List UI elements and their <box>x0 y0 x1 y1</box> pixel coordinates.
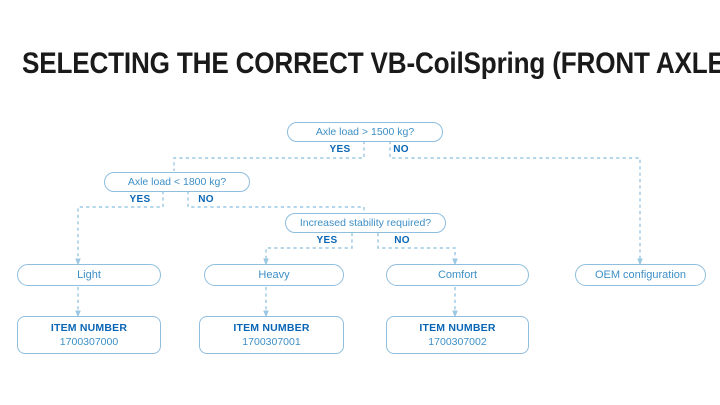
outcome-label: Light <box>77 268 101 281</box>
decision-label: Axle load < 1800 kg? <box>127 175 227 188</box>
item-number-box-light[interactable]: ITEM NUMBER 1700307000 <box>17 316 161 354</box>
branch-label-d1-no: NO <box>393 144 409 155</box>
branch-label-d1-yes: YES <box>329 144 351 155</box>
outcome-light[interactable]: Light <box>17 264 161 286</box>
decision-increased-stability[interactable]: Increased stability required? <box>285 213 446 233</box>
outcome-label: Heavy <box>258 268 290 281</box>
item-number-value: 1700307000 <box>59 336 119 348</box>
branch-label-d3-yes: YES <box>316 235 338 246</box>
outcome-label: Comfort <box>437 268 478 281</box>
item-number-box-comfort[interactable]: ITEM NUMBER 1700307002 <box>386 316 529 354</box>
branch-label-d2-yes: YES <box>129 194 151 205</box>
branch-label-d3-no: NO <box>394 235 410 246</box>
outcome-oem-configuration[interactable]: OEM configuration <box>575 264 706 286</box>
outcome-comfort[interactable]: Comfort <box>386 264 529 286</box>
decision-label: Axle load > 1500 kg? <box>315 125 415 138</box>
item-number-value: 1700307002 <box>428 336 487 348</box>
decision-label: Increased stability required? <box>299 216 432 229</box>
item-number-value: 1700307001 <box>242 336 301 348</box>
decision-axle-load-1800[interactable]: Axle load < 1800 kg? <box>104 172 250 192</box>
item-number-title: ITEM NUMBER <box>50 322 128 334</box>
item-number-title: ITEM NUMBER <box>419 322 496 334</box>
wire-d1-no <box>389 141 643 266</box>
item-number-box-heavy[interactable]: ITEM NUMBER 1700307001 <box>199 316 344 354</box>
outcome-label: OEM configuration <box>594 268 687 281</box>
decision-axle-load-1500[interactable]: Axle load > 1500 kg? <box>287 122 443 142</box>
page-title: SELECTING THE CORRECT VB-CoilSpring (FRO… <box>22 47 720 80</box>
item-number-title: ITEM NUMBER <box>233 322 310 334</box>
outcome-heavy[interactable]: Heavy <box>204 264 344 286</box>
branch-label-d2-no: NO <box>198 194 214 205</box>
